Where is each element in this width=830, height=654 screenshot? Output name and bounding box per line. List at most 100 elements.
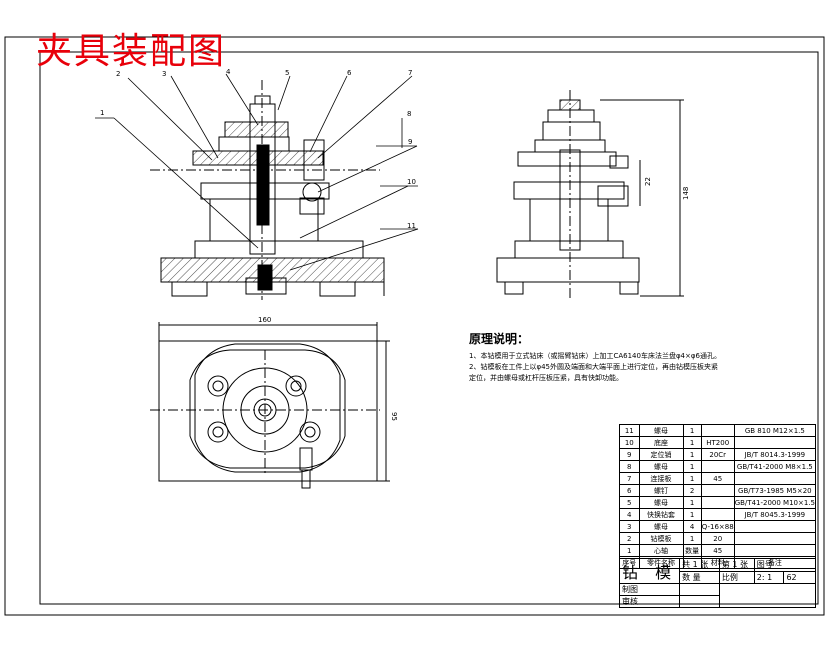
- drawn-by-label: 制图: [618, 583, 681, 596]
- principle-line-3: 定位，并由螺母或杠杆压板压紧，具有快卸功能。: [469, 374, 623, 382]
- bom-cell: 螺钉: [638, 484, 684, 497]
- bom-cell: 7: [619, 472, 640, 485]
- bom-cell: 螺母: [638, 460, 684, 473]
- scale-value: 2: 1: [753, 570, 785, 584]
- bom-cell: JB/T 8014.3-1999: [733, 448, 817, 461]
- bom-cell: 6: [619, 484, 640, 497]
- principle-line-1: 1、本钻模用于立式钻床（或摇臂钻床）上加工CA6140车床法兰盘φ4×φ6通孔。: [469, 352, 721, 360]
- drawing-number: 图号: [753, 558, 817, 572]
- balloon-9: 9: [408, 138, 412, 146]
- bom-cell: 4: [619, 508, 640, 521]
- front-view: [150, 80, 385, 300]
- bom-cell: 快换钻套: [638, 508, 684, 521]
- bom-cell: 螺母: [638, 496, 684, 509]
- side-view: [496, 90, 684, 300]
- bom-cell: 螺母: [638, 424, 684, 437]
- balloon-11: 11: [407, 222, 416, 230]
- bom-cell: 1: [682, 532, 702, 545]
- bom-cell: 8: [619, 460, 640, 473]
- principle-line-2: 2、钻模板在工件上以φ45外圆及端面和大端平面上进行定位，再由钻模压板夹紧: [469, 363, 718, 371]
- outer-border: [4, 36, 825, 616]
- bom-cell: JB/T 8045.3-1999: [733, 508, 817, 521]
- balloon-2: 2: [116, 70, 120, 78]
- balloon-10: 10: [407, 178, 416, 186]
- balloon-3: 3: [162, 70, 166, 78]
- bom-cell: [700, 496, 735, 509]
- bom-cell: 螺母: [638, 520, 684, 533]
- bom-cell: [700, 508, 735, 521]
- bom-cell: [733, 472, 817, 485]
- bom-cell: [733, 544, 817, 557]
- bom-cell: [700, 460, 735, 473]
- bom-cell: 钻模板: [638, 532, 684, 545]
- bom-cell: 1: [682, 508, 702, 521]
- balloon-4: 4: [226, 68, 231, 76]
- balloon-1: 1: [100, 109, 104, 117]
- balloon-6: 6: [347, 69, 352, 77]
- sheet-number: 第 1 张: [718, 558, 755, 572]
- bom-cell: 1: [682, 460, 702, 473]
- bom-cell: 5: [619, 496, 640, 509]
- bom-cell: 1: [682, 472, 702, 485]
- scale-number: 62: [783, 570, 816, 584]
- bom-cell: 20: [700, 532, 735, 545]
- leader-lines: [95, 73, 419, 271]
- title-block: 钻 模 共 1 张 第 1 张 图号 数 量 比例 2: 1 62 制图 审核: [618, 558, 817, 608]
- bom-cell: 4: [682, 520, 702, 533]
- dim-side-height: 148: [682, 187, 690, 200]
- bom-cell: 定位销: [638, 448, 684, 461]
- drawing-name: 钻 模: [618, 558, 681, 584]
- bom-cell: 45: [700, 544, 735, 557]
- balloon-8: 8: [407, 110, 411, 118]
- total-sheets: 共 1 张: [679, 558, 720, 572]
- bom-cell: [700, 484, 735, 497]
- bom-cell: GB 810 M12×1.5: [733, 424, 817, 437]
- bom-cell: 心轴: [638, 544, 684, 557]
- bom-cell: 1: [682, 424, 702, 437]
- dim-side-small: 22: [644, 177, 652, 186]
- bom-cell: 2: [682, 484, 702, 497]
- bom-cell: 1: [682, 436, 702, 449]
- quantity-label: 数 量: [679, 570, 720, 584]
- scale-label: 比例: [718, 570, 755, 584]
- bom-cell: 45: [700, 472, 735, 485]
- bom-cell: 数量: [682, 544, 702, 557]
- bom-cell: Q-16×88: [700, 520, 735, 533]
- bom-cell: 11: [619, 424, 640, 437]
- bom-cell: 3: [619, 520, 640, 533]
- bom-cell: 连接板: [638, 472, 684, 485]
- principle-notes: 原理说明： 1、本钻模用于立式钻床（或摇臂钻床）上加工CA6140车床法兰盘φ4…: [469, 330, 759, 384]
- dim-plan-width: 160: [258, 316, 271, 324]
- bom-cell: 20Cr: [700, 448, 735, 461]
- plan-view: [150, 322, 390, 489]
- bom-cell: [733, 532, 817, 545]
- bom-cell: GB/T41-2000 M8×1.5: [733, 460, 817, 473]
- bom-cell: 9: [619, 448, 640, 461]
- bom-cell: 底座: [638, 436, 684, 449]
- bom-cell: 1: [682, 496, 702, 509]
- drawing-title: 夹具装配图: [36, 31, 227, 72]
- bom-cell: 1: [682, 448, 702, 461]
- bom-cell: [700, 424, 735, 437]
- balloon-5: 5: [285, 69, 289, 77]
- checked-by-label: 审核: [618, 595, 681, 608]
- inner-border: [39, 51, 819, 605]
- bom-cell: [733, 520, 817, 533]
- balloon-7: 7: [408, 69, 412, 77]
- bom-cell: GB/T41-2000 M10×1.5: [733, 496, 817, 509]
- bom-cell: [733, 436, 817, 449]
- bom-cell: 2: [619, 532, 640, 545]
- bom-cell: GB/T73-1985 M5×20: [733, 484, 817, 497]
- bom-cell: 10: [619, 436, 640, 449]
